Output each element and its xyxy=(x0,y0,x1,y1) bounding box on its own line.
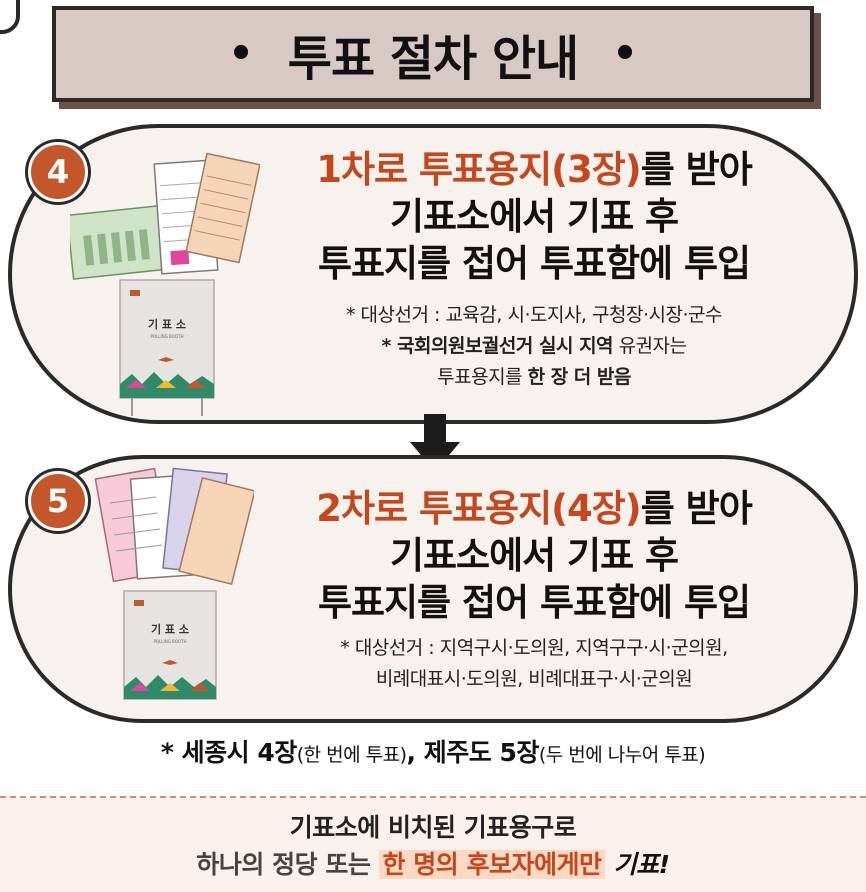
step-number-badge: 5 xyxy=(28,471,88,531)
title-bullet-right: • xyxy=(612,31,638,77)
notice-line-2: 하나의 정당 또는 한 명의 후보자에게만 기표! xyxy=(0,846,866,883)
notice-highlight: 한 명의 후보자에게만 xyxy=(378,850,606,879)
step-heading-line2: 기표소에서 기표 후 xyxy=(389,195,679,238)
by-election-note: 유권자는 xyxy=(613,335,687,357)
step-5-panel: 5 기 표 소 POLLING BOOTH 2차로 투표용지(4장)를 받아 기… xyxy=(8,455,858,723)
svg-text:POLLING BOOTH: POLLING BOOTH xyxy=(151,334,184,339)
svg-text:POLLING BOOTH: POLLING BOOTH xyxy=(154,639,187,644)
step-notes: * 대상선거 : 교육감, 시·도지사, 구청장·시장·군수 * 국회의원보궐선… xyxy=(234,300,834,393)
notice-end: 기표! xyxy=(605,850,670,879)
notice-line-1: 기표소에 비치된 기표용구로 xyxy=(289,813,577,842)
step-heading-highlight: 1차로 투표용지(3장) xyxy=(316,148,641,191)
step-heading: 2차로 투표용지(4장)를 받아 기표소에서 기표 후 투표지를 접어 투표함에… xyxy=(234,485,834,626)
step-number-badge: 4 xyxy=(28,142,88,202)
step-4-panel: 4 기 표 소 POLLING BOOTH xyxy=(8,124,858,424)
notice-box: 기표소에 비치된 기표용구로 하나의 정당 또는 한 명의 후보자에게만 기표! xyxy=(0,796,866,892)
sejong-note: 세종시 4장 xyxy=(173,738,298,767)
step-heading-highlight: 2차로 투표용지(4장) xyxy=(316,487,641,530)
step-heading-line3: 투표지를 접어 투표함에 투입 xyxy=(317,242,751,285)
by-election-note-bold: * 국회의원보궐선거 실시 지역 xyxy=(381,335,614,357)
jeju-note-detail: (두 번에 나누어 투표) xyxy=(538,744,706,766)
step-heading-line3: 투표지를 접어 투표함에 투입 xyxy=(317,581,751,624)
jeju-note: , 제주도 5장 xyxy=(406,738,540,767)
step-heading-rest: 를 받아 xyxy=(640,148,753,191)
svg-text:기 표 소: 기 표 소 xyxy=(148,317,186,331)
region-footnote: * 세종시 4장(한 번에 투표), 제주도 5장(두 번에 나누어 투표) xyxy=(0,733,866,769)
title-bullet-left: • xyxy=(228,31,254,77)
polling-booth-icon: 기 표 소 POLLING BOOTH xyxy=(123,590,217,700)
election-targets-note: * 대상선거 : 교육감, 시·도지사, 구청장·시장·군수 xyxy=(346,304,722,326)
ballot-papers-icon: 기 표 소 POLLING BOOTH xyxy=(94,467,254,700)
sejong-note-detail: (한 번에 투표) xyxy=(296,744,407,766)
title-banner: • 투표 절차 안내 • xyxy=(52,6,814,102)
step-notes: * 대상선거 : 지역구시·도의원, 지역구구·시·군의원, 비례대표시·도의원… xyxy=(234,633,834,695)
svg-text:기 표 소: 기 표 소 xyxy=(151,622,189,636)
footnote-star: * xyxy=(160,738,174,767)
corner-hook-icon xyxy=(0,0,20,34)
ballot-papers-icon: 기 표 소 POLLING BOOTH xyxy=(70,152,260,416)
step-heading: 1차로 투표용지(3장)를 받아 기표소에서 기표 후 투표지를 접어 투표함에… xyxy=(234,146,834,287)
extra-ballot-note: 투표용지를 xyxy=(437,366,528,388)
election-targets-note: * 대상선거 : 지역구시·도의원, 지역구구·시·군의원, xyxy=(340,637,728,659)
election-targets-note-2: 비례대표시·도의원, 비례대표구·시·군의원 xyxy=(375,668,693,690)
polling-booth-icon: 기 표 소 POLLING BOOTH xyxy=(119,279,215,416)
notice-plain: 하나의 정당 또는 xyxy=(196,850,379,879)
step-heading-rest: 를 받아 xyxy=(640,487,753,530)
page-title: 투표 절차 안내 xyxy=(287,31,579,87)
extra-ballot-note-bold: 한 장 더 받음 xyxy=(527,366,632,388)
step-heading-line2: 기표소에서 기표 후 xyxy=(389,534,679,577)
